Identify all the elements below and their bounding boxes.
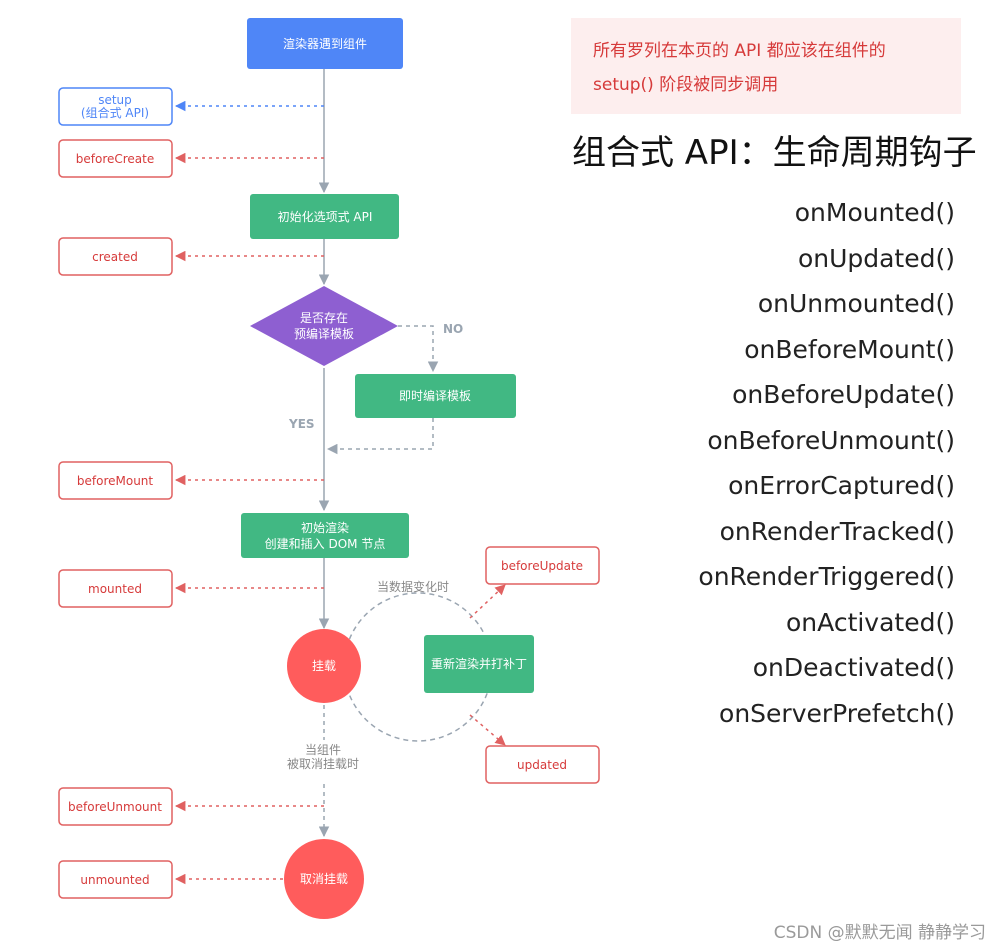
before-unmount-label: beforeUnmount xyxy=(68,800,162,814)
initial-render-label-2: 创建和插入 DOM 节点 xyxy=(265,537,386,551)
decision-node xyxy=(250,286,398,366)
unmounted-state-circle xyxy=(284,839,364,919)
before-create-label: beforeCreate xyxy=(76,152,155,166)
created-hook xyxy=(58,237,173,276)
compile-node xyxy=(355,374,516,418)
hook-list: onMounted() onUpdated() onUnmounted() on… xyxy=(535,190,955,736)
setup-sync-note: 所有罗列在本页的 API 都应该在组件的 setup() 阶段被同步调用 xyxy=(571,18,961,114)
mounted-state-circle xyxy=(287,629,361,703)
page-title: 组合式 API：生命周期钩子 xyxy=(572,133,977,173)
before-update-arrow xyxy=(469,584,506,619)
hook-item: onDeactivated() xyxy=(752,653,955,682)
rerender-node xyxy=(424,635,534,693)
hook-item: onServerPrefetch() xyxy=(719,698,955,728)
unmount-condition-1: 当组件 xyxy=(305,743,341,757)
unmount-condition-2: 被取消挂载时 xyxy=(287,757,359,771)
note-line-2: setup() 阶段被同步调用 xyxy=(593,75,779,95)
before-create-hook xyxy=(58,139,173,178)
yes-label: YES xyxy=(288,417,315,431)
before-mount-hook xyxy=(58,461,173,500)
start-node-label: 渲染器遇到组件 xyxy=(283,36,367,51)
rerender-label: 重新渲染并打补丁 xyxy=(431,656,527,671)
note-line-1: 所有罗列在本页的 API 都应该在组件的 xyxy=(593,41,886,61)
hook-item: onBeforeUnmount() xyxy=(707,425,955,455)
hook-item: onUnmounted() xyxy=(757,289,955,318)
unmounted-hook xyxy=(58,860,173,899)
hook-item: onErrorCaptured() xyxy=(728,471,955,500)
updated-arrow xyxy=(469,714,506,746)
compile-return-line xyxy=(326,418,434,455)
decision-label-2: 预编译模板 xyxy=(294,326,354,341)
hook-item: onActivated() xyxy=(786,607,955,637)
before-unmount-hook xyxy=(58,787,173,826)
watermark: CSDN @默默无闻 静静学习 xyxy=(773,923,986,943)
no-label: NO xyxy=(443,322,463,336)
compile-label: 即时编译模板 xyxy=(399,388,471,403)
hook-item: onMounted() xyxy=(794,198,955,227)
initial-render-label-1: 初始渲染 xyxy=(301,520,349,535)
init-options-label: 初始化选项式 API xyxy=(278,210,373,224)
hook-item: onRenderTracked() xyxy=(719,516,955,546)
decision-label-1: 是否存在 xyxy=(300,311,348,325)
unmounted-state-label: 取消挂载 xyxy=(300,872,348,886)
created-label: created xyxy=(92,250,138,264)
mounted-label: mounted xyxy=(88,582,142,596)
hook-item: onRenderTriggered() xyxy=(698,562,955,591)
setup-hook-sublabel: (组合式 API) xyxy=(81,105,149,120)
updated-label: updated xyxy=(517,758,567,772)
hook-item: onBeforeMount() xyxy=(744,334,955,364)
hook-item: onUpdated() xyxy=(797,243,955,273)
setup-hook-label: setup xyxy=(98,93,132,107)
before-update-label: beforeUpdate xyxy=(501,559,583,573)
before-mount-label: beforeMount xyxy=(77,474,154,488)
before-update-hook xyxy=(485,546,600,585)
setup-hook xyxy=(58,87,173,126)
mounted-hook xyxy=(58,569,173,608)
mounted-state-label: 挂载 xyxy=(312,659,336,673)
hook-item: onBeforeUpdate() xyxy=(732,380,955,409)
updated-hook xyxy=(485,745,600,784)
start-node xyxy=(247,18,403,69)
init-options-node xyxy=(250,194,399,239)
no-branch-line xyxy=(398,325,439,373)
data-change-label: 当数据变化时 xyxy=(377,579,449,594)
unmounted-label: unmounted xyxy=(80,873,149,887)
initial-render-node xyxy=(241,513,409,558)
